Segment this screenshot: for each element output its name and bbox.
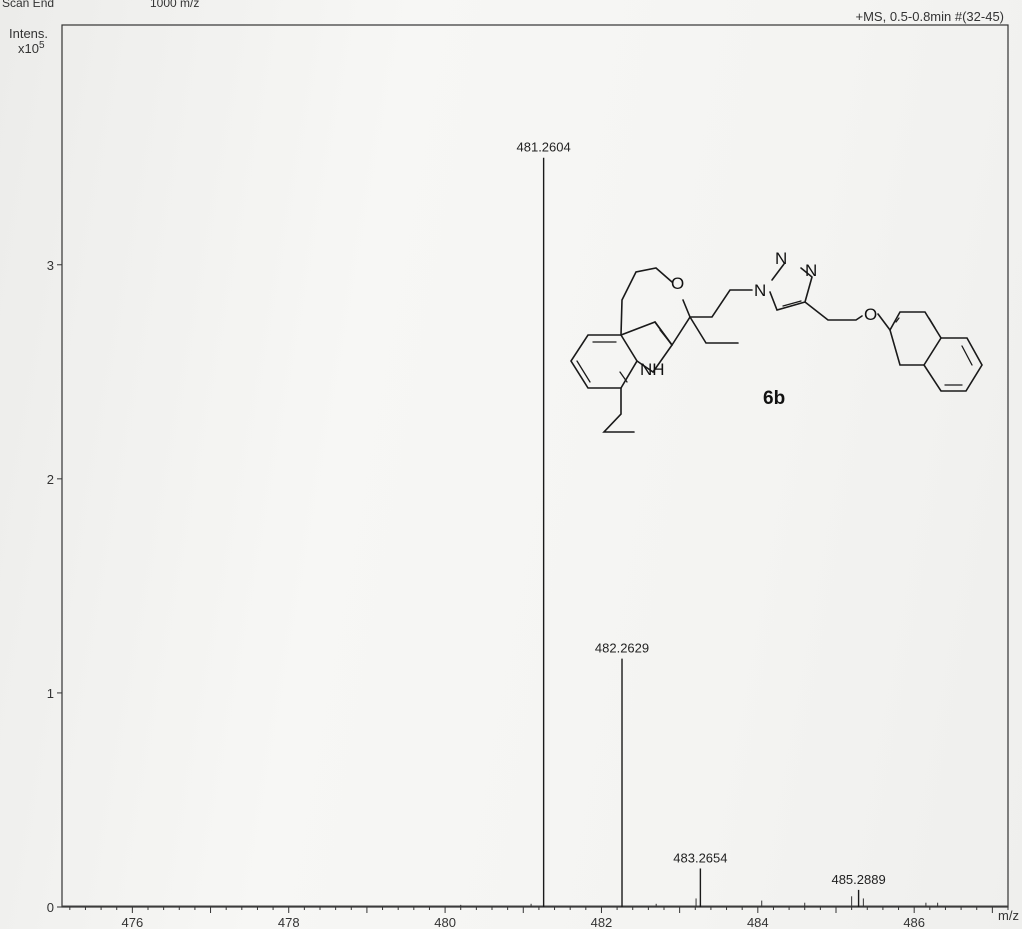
compound-label: 6b bbox=[763, 388, 785, 409]
peak-label: 482.2629 bbox=[595, 641, 649, 656]
y-tick-label: 3 bbox=[47, 258, 54, 273]
x-tick-label: 484 bbox=[747, 915, 769, 929]
chart-title: +MS, 0.5-0.8min #(32-45) bbox=[856, 9, 1004, 24]
atom-label: O bbox=[864, 305, 877, 324]
atom-label: N bbox=[805, 261, 817, 280]
y-tick-label: 0 bbox=[47, 900, 54, 915]
y-scale-label: x105 bbox=[18, 40, 45, 56]
atom-label: N bbox=[754, 281, 766, 300]
y-tick-label: 1 bbox=[47, 686, 54, 701]
y-axis-label: Intens. bbox=[9, 26, 48, 41]
atom-label: NH bbox=[640, 360, 665, 379]
x-tick-label: 482 bbox=[591, 915, 613, 929]
peak-label: 485.2889 bbox=[831, 872, 885, 887]
x-tick-label: 476 bbox=[122, 915, 144, 929]
x-tick-label: 486 bbox=[903, 915, 925, 929]
structure-labels: O N N N O NH 6b bbox=[640, 249, 877, 409]
header-row: Scan End 1000 m/z bbox=[0, 0, 1022, 12]
chemical-structure bbox=[570, 263, 983, 433]
peak-label: 483.2654 bbox=[673, 850, 727, 865]
atom-label: N bbox=[775, 249, 787, 268]
atom-label: O bbox=[671, 274, 684, 293]
x-tick-label: 480 bbox=[434, 915, 456, 929]
scan-end-label: Scan End bbox=[2, 0, 55, 10]
peak-label: 481.2604 bbox=[517, 140, 571, 155]
y-tick-label: 2 bbox=[47, 472, 54, 487]
x-tick-label: 478 bbox=[278, 915, 300, 929]
plot-frame bbox=[61, 24, 1009, 908]
scan-end-value: 1000 m/z bbox=[150, 0, 200, 10]
x-axis-label: m/z bbox=[998, 908, 1019, 923]
